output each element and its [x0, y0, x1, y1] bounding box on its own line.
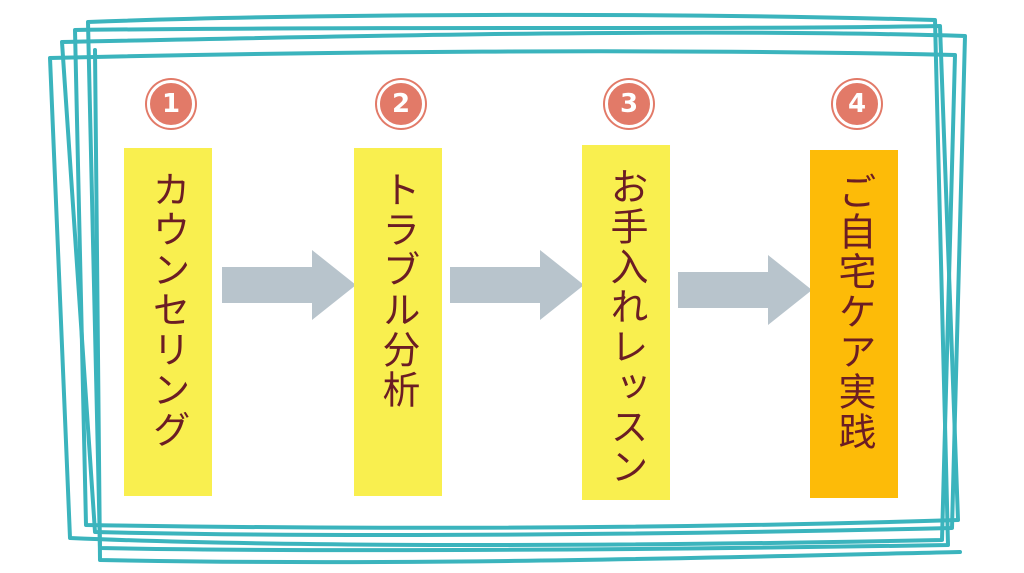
- step-label: トラブル分析: [376, 170, 420, 410]
- step-label-box: トラブル分析: [354, 148, 442, 496]
- step-label-box: カウンセリング: [124, 148, 212, 496]
- step-label-box: お手入れレッスン: [582, 145, 670, 500]
- arrow-right-icon: [450, 250, 584, 320]
- step-number-badge: 2: [377, 80, 425, 128]
- step-label-box: ご自宅ケア実践: [810, 150, 898, 498]
- step-number-badge: 4: [833, 80, 881, 128]
- step-label: お手入れレッスン: [604, 167, 648, 487]
- step-number-badge: 3: [605, 80, 653, 128]
- step-label: ご自宅ケア実践: [832, 172, 876, 452]
- step-label: カウンセリング: [146, 170, 190, 450]
- arrow-right-icon: [222, 250, 356, 320]
- step-number-badge: 1: [147, 80, 195, 128]
- arrow-right-icon: [678, 255, 812, 325]
